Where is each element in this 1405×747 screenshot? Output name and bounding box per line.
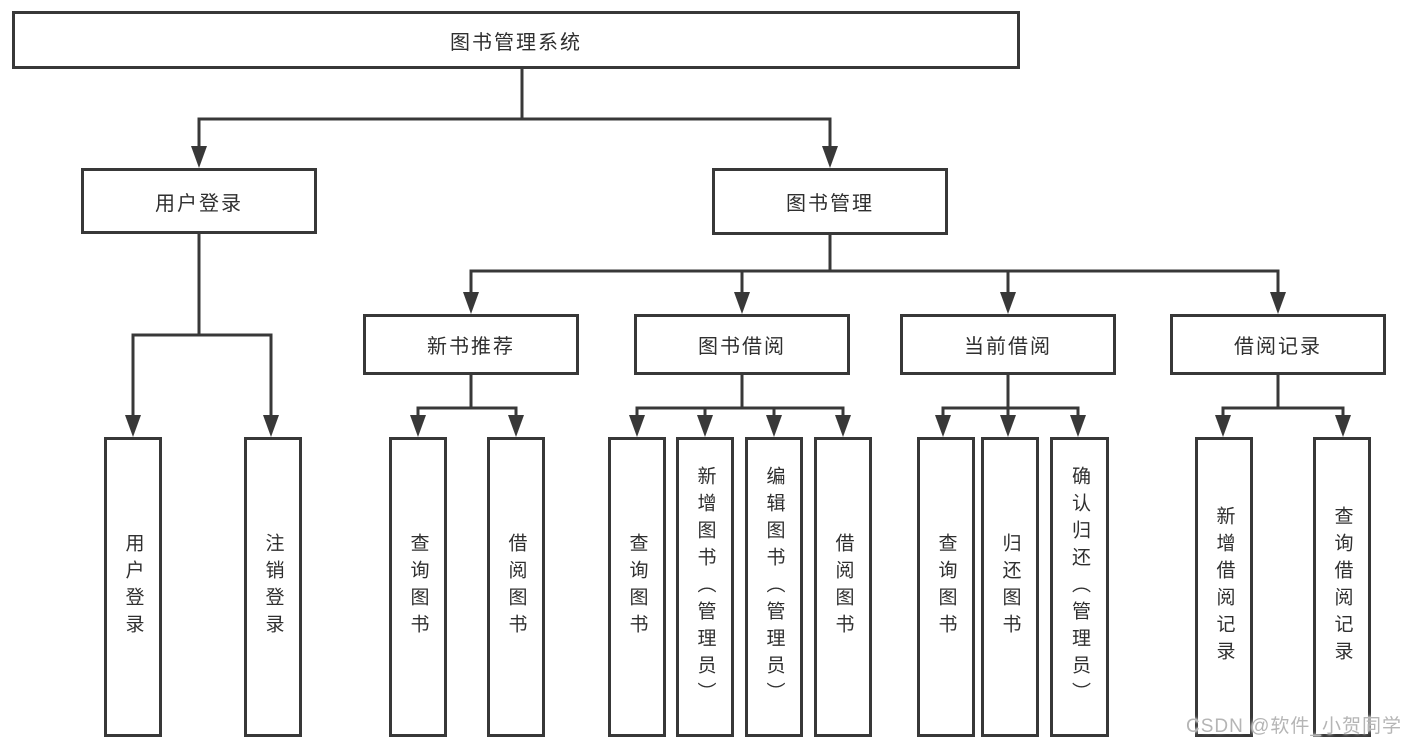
node-leaf-cb-return-book: 归还图书 <box>981 437 1039 737</box>
node-leaf-user-login: 用户登录 <box>104 437 162 737</box>
node-book-borrow: 图书借阅 <box>634 314 850 375</box>
node-leaf-cb-query-book: 查询图书 <box>917 437 975 737</box>
node-root: 图书管理系统 <box>12 11 1020 69</box>
node-borrow-records: 借阅记录 <box>1170 314 1386 375</box>
node-leaf-cb-confirm-return: 确认归还（管理员） <box>1050 437 1109 737</box>
node-leaf-bb-query-book: 查询图书 <box>608 437 666 737</box>
node-leaf-br-query-record: 查询借阅记录 <box>1313 437 1371 737</box>
node-book-mgmt: 图书管理 <box>712 168 948 235</box>
node-new-book-rec: 新书推荐 <box>363 314 579 375</box>
node-leaf-bb-add-book: 新增图书（管理员） <box>676 437 734 737</box>
node-leaf-br-add-record: 新增借阅记录 <box>1195 437 1253 737</box>
watermark: CSDN @软件_小贺同学 <box>1186 716 1402 737</box>
node-leaf-bb-borrow-book: 借阅图书 <box>814 437 872 737</box>
node-leaf-logout: 注销登录 <box>244 437 302 737</box>
node-leaf-bb-edit-book: 编辑图书（管理员） <box>745 437 803 737</box>
node-current-borrow: 当前借阅 <box>900 314 1116 375</box>
node-leaf-rec-borrow-book: 借阅图书 <box>487 437 545 737</box>
node-user-login: 用户登录 <box>81 168 317 234</box>
node-leaf-rec-query-book: 查询图书 <box>389 437 447 737</box>
